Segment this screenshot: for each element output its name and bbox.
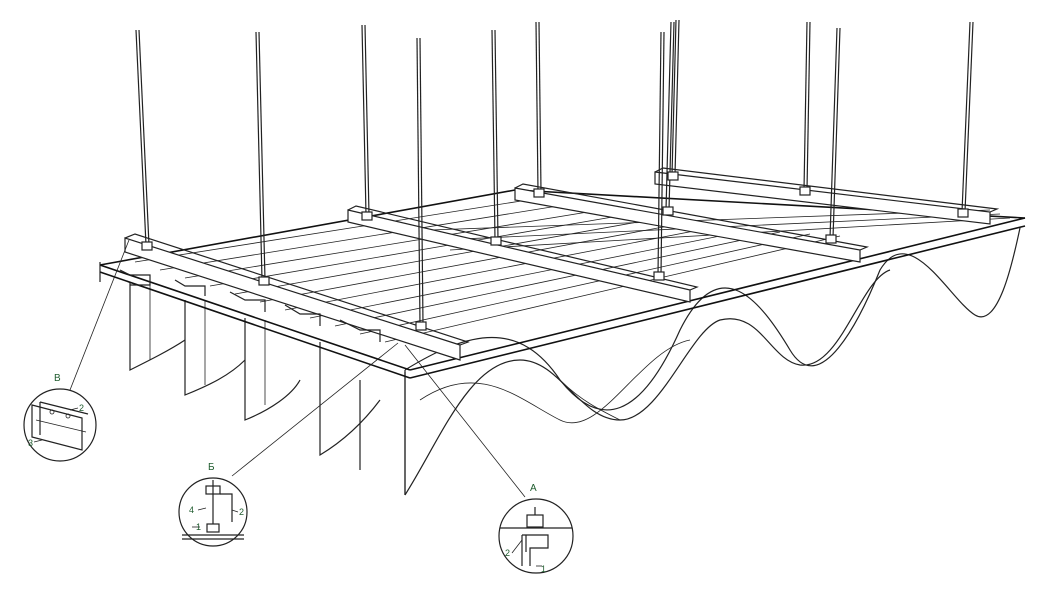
callout-a: А 2 1	[498, 483, 574, 574]
callout-b-label-4: 4	[189, 505, 194, 515]
callout-a-letter: А	[530, 483, 537, 494]
callout-b: Б 4 2 1	[178, 462, 248, 547]
callout-v-letter: В	[54, 373, 61, 384]
callout-b-letter: Б	[208, 462, 215, 473]
callout-v-label-3: 3	[28, 438, 33, 448]
callout-b-label-1: 1	[196, 522, 201, 532]
callout-a-label-1: 1	[541, 564, 546, 574]
callout-a-label-2: 2	[505, 548, 510, 558]
callout-v: В 2 3	[23, 373, 97, 462]
vertical-blades	[129, 282, 406, 495]
ceiling-grid	[99, 167, 1026, 379]
callout-v-label-2: 2	[79, 403, 84, 413]
leader-lines	[69, 239, 526, 498]
wave-panels	[404, 227, 1021, 496]
suspension-rods	[135, 19, 974, 331]
callout-b-label-2: 2	[239, 507, 244, 517]
